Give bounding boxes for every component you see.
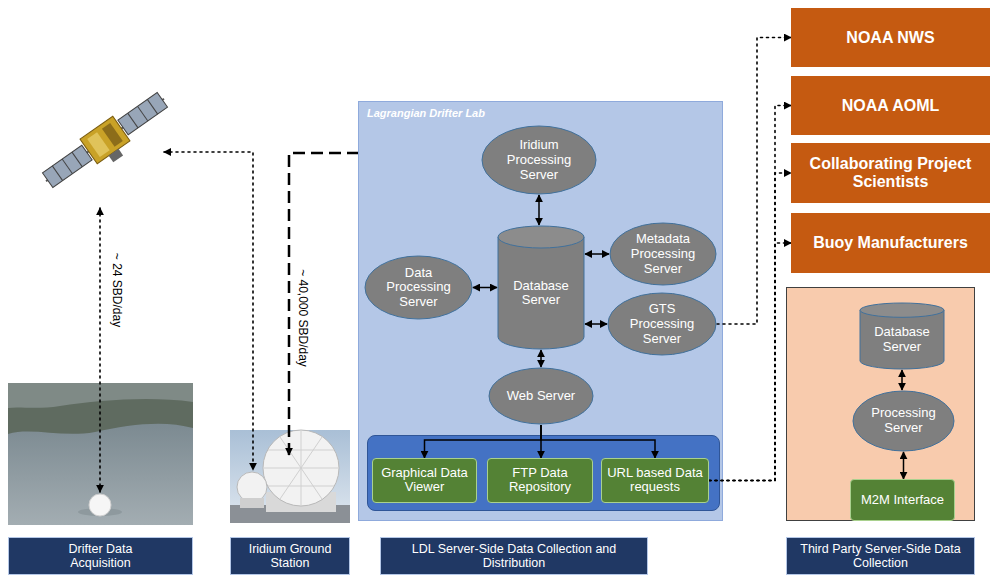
satellite-illustration <box>37 86 177 200</box>
node-text: Database Server <box>866 325 938 355</box>
text-block: Iridium Ground Station <box>240 542 340 571</box>
node-text: Buoy Manufacturers <box>813 234 968 252</box>
text-block: GTS Processing Server <box>619 302 705 347</box>
node-text: Lagrangian Drifter Lab <box>367 107 485 120</box>
node-text: FTP Data Repository <box>493 466 587 496</box>
text-block: Graphical Data Viewer <box>378 466 471 496</box>
text-block: FTP Data Repository <box>493 466 587 496</box>
rate-label: ~ 40,000 SBD/day <box>296 267 310 369</box>
text-block: M2M Interface <box>861 493 944 508</box>
server-oval: Processing Server <box>852 390 955 452</box>
node-text: Web Server <box>507 389 575 404</box>
database-cylinder: Database Server <box>859 302 945 370</box>
section-label: LDL Server-Side Data Collection and Dist… <box>380 537 648 575</box>
server-oval: GTS Processing Server <box>607 292 717 356</box>
recipient-box: Collaborating Project Scientists <box>791 143 990 203</box>
database-cylinder: Database Server <box>497 225 585 350</box>
output-box: FTP Data Repository <box>487 458 593 503</box>
node-text: LDL Server-Side Data Collection and Dist… <box>409 542 619 571</box>
node-text: Drifter Data Acquisition <box>46 542 156 571</box>
node-text: NOAA NWS <box>846 28 934 46</box>
text-block: Collaborating Project Scientists <box>797 155 984 192</box>
text-block: Database Server <box>866 325 938 355</box>
dotted-connector <box>717 38 791 325</box>
section-label: Iridium Ground Station <box>230 537 350 575</box>
node-text: Third Party Server-Side Data Collection <box>793 542 968 571</box>
node-text: GTS Processing Server <box>619 302 705 347</box>
server-oval: Metadata Processing Server <box>609 222 717 286</box>
text-block: Data Processing Server <box>376 265 461 310</box>
section-label: Third Party Server-Side Data Collection <box>786 537 975 575</box>
text-block: Buoy Manufacturers <box>813 234 968 252</box>
rate-label: ~ 24 SBD/day <box>110 251 124 329</box>
output-box: URL based Data requests <box>601 458 709 503</box>
node-text: Metadata Processing Server <box>621 232 705 277</box>
node-text: Iridium Ground Station <box>240 542 340 571</box>
output-band: Graphical Data Viewer FTP Data Repository… <box>367 435 720 511</box>
text-block: Processing Server <box>863 406 943 436</box>
recipient-box: NOAA AOML <box>791 76 990 135</box>
interface-box: M2M Interface <box>850 479 955 521</box>
node-text: M2M Interface <box>861 493 944 508</box>
text-block: NOAA AOML <box>842 96 939 114</box>
server-oval: Web Server <box>488 367 594 425</box>
node-text: Collaborating Project Scientists <box>797 155 984 192</box>
output-box: Graphical Data Viewer <box>372 458 477 503</box>
text-block: Drifter Data Acquisition <box>46 542 156 571</box>
section-label: Drifter Data Acquisition <box>8 537 193 575</box>
server-oval: Data Processing Server <box>364 255 473 320</box>
satellite-link-line <box>164 152 253 470</box>
text-block: Iridium Processing Server <box>494 138 584 183</box>
text-block: NOAA NWS <box>846 28 934 46</box>
lab-panel: Lagrangian Drifter LabIridium Processing… <box>358 101 723 521</box>
node-text: NOAA AOML <box>842 96 939 114</box>
third-party-panel: Database ServerProcessing ServerM2M Inte… <box>786 287 975 521</box>
server-oval: Iridium Processing Server <box>481 125 597 195</box>
text-block: LDL Server-Side Data Collection and Dist… <box>409 542 619 571</box>
node-text: Graphical Data Viewer <box>378 466 471 496</box>
text-block: Third Party Server-Side Data Collection <box>793 542 968 571</box>
node-text: URL based Data requests <box>607 466 703 496</box>
recipient-box: NOAA NWS <box>791 8 990 67</box>
text-block: Web Server <box>507 389 575 404</box>
text-block: Lagrangian Drifter Lab <box>367 107 485 120</box>
node-text: Processing Server <box>863 406 943 436</box>
recipient-box: Buoy Manufacturers <box>791 213 990 273</box>
satellite-link-line <box>99 208 101 492</box>
node-text: Database Server <box>504 279 578 309</box>
node-text: Data Processing Server <box>376 265 461 310</box>
text-block: URL based Data requests <box>607 466 703 496</box>
node-text: Iridium Processing Server <box>494 138 584 183</box>
text-block: Database Server <box>504 279 578 309</box>
text-block: Metadata Processing Server <box>621 232 705 277</box>
